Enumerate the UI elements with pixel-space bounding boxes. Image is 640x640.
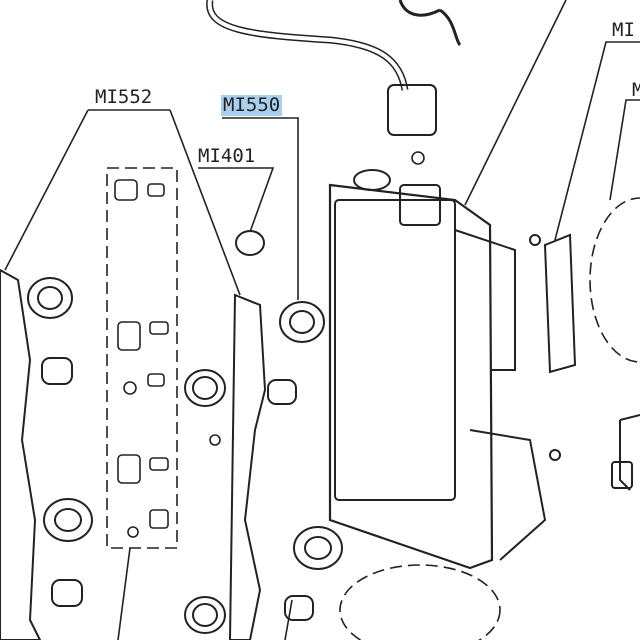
gasket-left xyxy=(0,268,42,640)
wire-harness xyxy=(206,0,409,91)
gasket-middle xyxy=(228,293,267,640)
callout-mi550[interactable]: MI550 xyxy=(221,94,283,116)
leader-top-module xyxy=(464,0,567,206)
callout-mi552[interactable]: MI552 xyxy=(95,86,153,108)
callout-mi401[interactable]: MI401 xyxy=(198,145,256,167)
grommets xyxy=(27,230,343,634)
leader-lines xyxy=(4,0,640,640)
leader-mi-top xyxy=(554,41,640,241)
leader-m-right xyxy=(609,99,640,201)
leader-mi401 xyxy=(198,167,275,233)
callout-m-right[interactable]: M xyxy=(632,79,640,101)
hardware-group-right xyxy=(589,197,640,363)
callout-mi-top-right[interactable]: MI xyxy=(612,19,635,41)
leader-mi552-b xyxy=(169,109,241,296)
connector xyxy=(387,84,437,136)
gasket-right xyxy=(543,233,577,374)
leader-mi550 xyxy=(222,117,299,300)
hardware-kit-box xyxy=(106,167,178,549)
small-hardware xyxy=(114,151,425,538)
hardware-group-bottom xyxy=(339,564,501,640)
leader-mi552-a xyxy=(4,109,89,271)
control-module xyxy=(328,183,494,570)
